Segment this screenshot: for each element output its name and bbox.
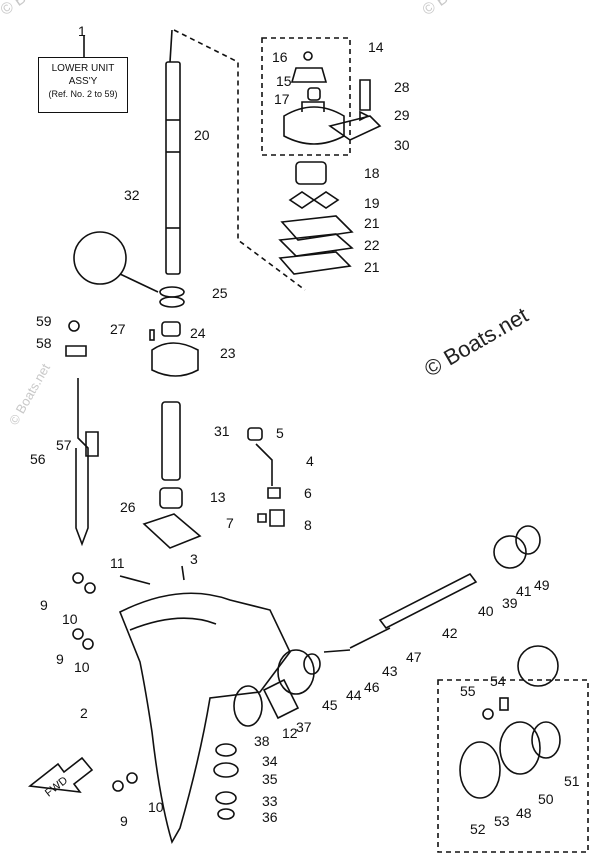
callout-16: 16 [272,49,288,65]
callout-26: 26 [120,499,136,515]
lower-unit-label-box: LOWER UNIT ASS'Y (Ref. No. 2 to 59) [38,57,128,113]
callout-25: 25 [212,285,228,301]
callout-58: 58 [36,335,52,351]
callout-39: 39 [502,595,518,611]
callout-41: 41 [516,583,532,599]
callout-45: 45 [322,697,338,713]
callout-38: 38 [254,733,270,749]
lower-casing [118,592,291,845]
callout-44: 44 [346,687,362,703]
label-line-1: LOWER UNIT [51,63,115,74]
callout-23: 23 [220,345,236,361]
callout-40: 40 [478,603,494,619]
callout-10-a: 10 [62,611,78,627]
callout-17: 17 [274,91,290,107]
callout-10-b: 10 [74,659,90,675]
drive-shaft [165,61,181,275]
callout-15: 15 [276,73,292,89]
callout-48: 48 [516,805,532,821]
callout-5: 5 [276,425,284,441]
callout-24: 24 [190,325,206,341]
callout-55: 55 [460,683,476,699]
callout-43: 43 [382,663,398,679]
propeller-shaft [378,572,478,630]
callout-27: 27 [110,321,126,337]
callout-10-c: 10 [148,799,164,815]
callout-35: 35 [262,771,278,787]
callout-1: 1 [78,23,86,39]
callout-32: 32 [124,187,140,203]
label-line-3: (Ref. No. 2 to 59) [48,89,118,99]
callout-8: 8 [304,517,312,533]
callout-49: 49 [534,577,550,593]
callout-46: 46 [364,679,380,695]
callout-28: 28 [394,79,410,95]
callout-21-a: 21 [364,215,380,231]
callout-31: 31 [214,423,230,439]
callout-2: 2 [80,705,88,721]
callout-37: 37 [296,719,312,735]
callout-59: 59 [36,313,52,329]
callout-53: 53 [494,813,510,829]
callout-13: 13 [210,489,226,505]
callout-11: 11 [110,555,125,571]
callout-4: 4 [306,453,314,469]
callout-57: 57 [56,437,72,453]
callout-50: 50 [538,791,554,807]
callout-20: 20 [194,127,210,143]
callout-36: 36 [262,809,278,825]
callout-14: 14 [368,39,384,55]
callout-9-c: 9 [120,813,128,829]
callout-42: 42 [442,625,458,641]
detail-circle [73,231,127,285]
callout-3: 3 [190,551,198,567]
label-line-2: ASS'Y [68,76,98,87]
callout-9-b: 9 [56,651,64,667]
callout-52: 52 [470,821,486,837]
callout-47: 47 [406,649,422,665]
callout-22: 22 [364,237,380,253]
callout-34: 34 [262,753,278,769]
callout-56: 56 [30,451,46,467]
callout-21-b: 21 [364,259,380,275]
callout-9-a: 9 [40,597,48,613]
callout-54: 54 [490,673,506,689]
callout-7: 7 [226,515,234,531]
callout-19: 19 [364,195,380,211]
callout-51: 51 [564,773,580,789]
callout-30: 30 [394,137,410,153]
callout-29: 29 [394,107,410,123]
callout-12: 12 [282,725,298,741]
callout-33: 33 [262,793,278,809]
propeller-inset-box [437,679,589,853]
callout-6: 6 [304,485,312,501]
callout-18: 18 [364,165,380,181]
